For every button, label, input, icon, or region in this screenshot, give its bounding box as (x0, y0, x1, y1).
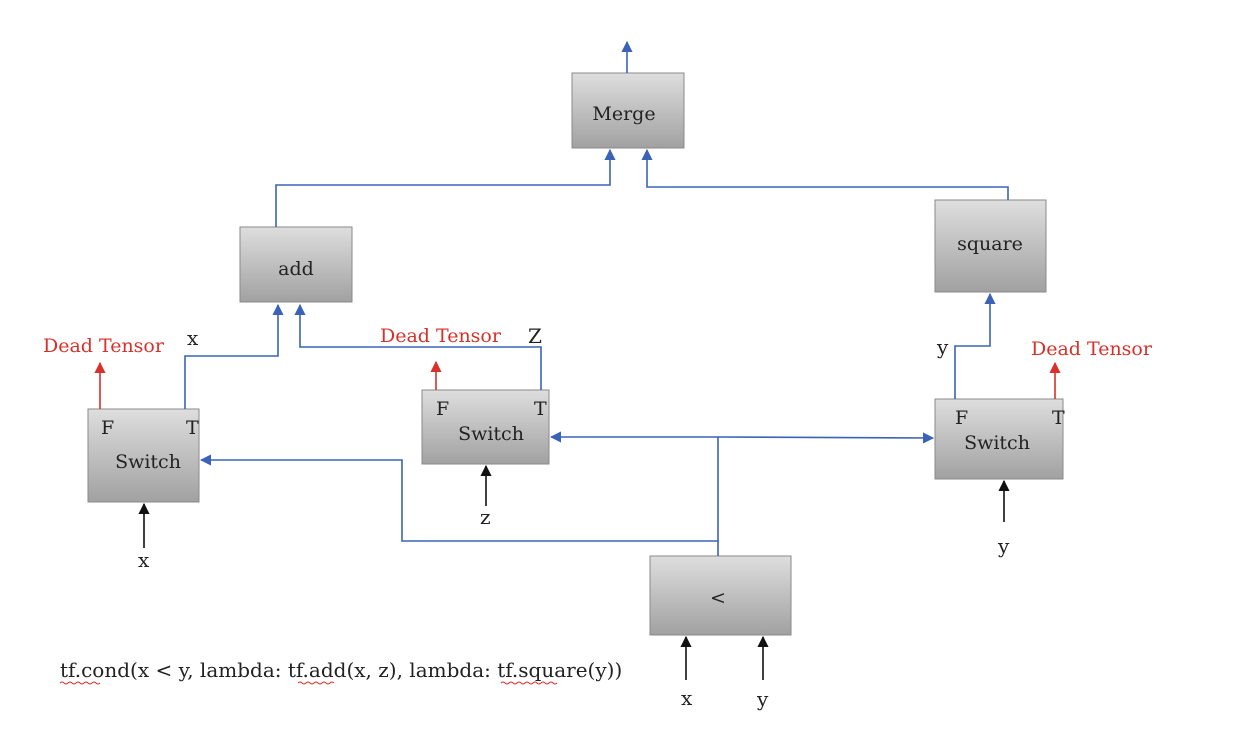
less-than-node: < (649, 555, 792, 636)
switch-middle-true-port: T (534, 398, 547, 420)
switch-middle-false-port: F (436, 398, 449, 420)
less-to-switch-middle-edge (549, 431, 719, 541)
square-to-merge-edge (641, 148, 1009, 200)
merge-node: Merge (571, 72, 685, 149)
add-label: add (278, 258, 314, 280)
switch-right-false-to-square-edge (954, 292, 996, 399)
switch-node-middle: F T Switch (421, 389, 550, 465)
dead-tensor-right-label: Dead Tensor (1031, 338, 1153, 360)
switch-right-true-port: T (1052, 407, 1065, 429)
spellcheck-underline-3 (500, 681, 558, 685)
switch-middle-label: Switch (458, 423, 524, 445)
switch-middle-output-z-label: Z (528, 324, 542, 348)
less-to-switch-right-edge (717, 432, 935, 444)
switch-node-left: F T Switch (87, 408, 200, 503)
spellcheck-underline-2 (297, 681, 335, 685)
switch-left-true-to-add-edge (184, 303, 284, 409)
switch-right-false-port: F (955, 407, 968, 429)
code-caption: tf.cond(x < y, lambda: tf.add(x, z), lam… (60, 658, 622, 682)
add-node: add (239, 226, 353, 303)
switch-right-output-y-label: y (936, 335, 949, 359)
add-to-merge-edge (275, 148, 616, 227)
square-label: square (957, 233, 1023, 255)
switch-node-right: F T Switch (934, 398, 1065, 480)
spellcheck-underline-1 (59, 681, 101, 685)
merge-label: Merge (592, 103, 655, 125)
x-input-left-label: x (138, 548, 150, 572)
z-input-label: z (480, 505, 491, 529)
switch-right-label: Switch (964, 432, 1030, 454)
switch-left-true-port: T (186, 417, 199, 439)
switch-left-output-x-label: x (187, 326, 199, 350)
y-input-less-label: y (756, 687, 769, 711)
less-than-label: < (710, 587, 726, 609)
dead-tensor-left-label: Dead Tensor (43, 335, 165, 357)
dead-tensor-middle-label: Dead Tensor (380, 325, 502, 347)
x-input-less-label: x (681, 686, 693, 710)
y-input-right-label: y (997, 534, 1010, 558)
switch-middle-true-to-add-edge (294, 303, 542, 390)
switch-left-label: Switch (115, 451, 181, 473)
switch-left-false-port: F (101, 417, 114, 439)
square-node: square (934, 199, 1047, 293)
less-to-switch-left-edge (199, 454, 719, 556)
